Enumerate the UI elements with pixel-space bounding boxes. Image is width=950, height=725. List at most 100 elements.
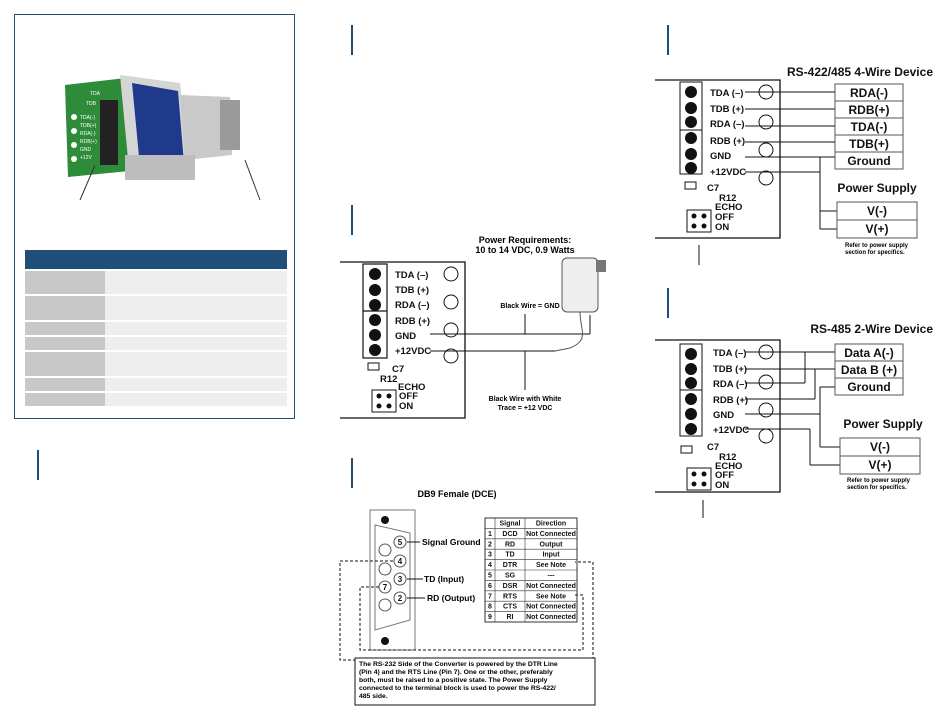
- table-header-direction: Direction: [536, 521, 566, 528]
- table-cell-signal: RTS: [503, 593, 517, 600]
- spec-row: [25, 378, 287, 391]
- echo-label: ECHO: [398, 382, 425, 393]
- spec-table-header: [25, 250, 287, 269]
- photo-label-gnd: GND: [80, 147, 92, 153]
- table-cell-signal: TD: [505, 552, 514, 559]
- jumper-c7-label: C7: [392, 364, 404, 375]
- four-wire-title: RS-422/485 4-Wire Device: [787, 65, 933, 79]
- table-cell-direction: ---: [548, 573, 556, 580]
- photo-label-tda: TDA(-): [80, 115, 95, 121]
- spec-row: [25, 271, 287, 294]
- table-cell-signal: RD: [505, 541, 515, 548]
- jumper-on-label: ON: [399, 401, 413, 412]
- table-cell-pin: 4: [488, 562, 492, 569]
- table-cell-signal: DCD: [502, 531, 517, 538]
- power-vminus-box: V(-): [867, 204, 887, 218]
- pin-3: 3: [398, 575, 403, 584]
- power-spec: 10 to 14 VDC, 0.9 Watts: [475, 245, 574, 255]
- terminal-label: TDA (–): [395, 270, 428, 281]
- pin-5: 5: [398, 538, 403, 547]
- table-cell-pin: 1: [488, 531, 492, 538]
- power-diagram: TDA (–) TDB (+) RDA (–) RDB (+) GND +12V…: [340, 235, 606, 419]
- power-note: Refer to power supply: [845, 243, 909, 249]
- spec-row: [25, 322, 287, 335]
- power-vplus-box: V(+): [868, 458, 891, 472]
- table-cell-pin: 7: [488, 593, 492, 600]
- jumper-c7-label: C7: [707, 183, 719, 194]
- table-cell-signal: RI: [507, 614, 514, 621]
- photo-label-rda: RDA(-): [80, 131, 96, 137]
- terminal-label: TDB (+): [395, 285, 429, 296]
- td-input-label: TD (Input): [424, 574, 464, 584]
- table-cell-direction: See Note: [536, 593, 566, 600]
- black-wire-label: Black Wire = GND: [500, 303, 559, 310]
- section-marker: [37, 450, 39, 480]
- jumper-off-label: OFF: [715, 212, 734, 223]
- trace-label-1: Black Wire with White: [489, 396, 562, 403]
- db9-note-line: both, must be raised to a positive state…: [359, 677, 548, 684]
- table-cell-direction: Not Connected: [526, 614, 576, 621]
- table-cell-pin: 2: [488, 541, 492, 548]
- terminal-label: TDB (+): [710, 104, 744, 115]
- db9-note-line: connected to the terminal block is used …: [359, 685, 556, 692]
- photo-label-rdb: RDB(+): [80, 139, 97, 145]
- spec-row: [25, 352, 287, 376]
- terminal-label: TDA (–): [713, 348, 746, 359]
- table-cell-signal: DSR: [503, 583, 518, 590]
- jumper-on-label: ON: [715, 222, 729, 233]
- two-wire-title: RS-485 2-Wire Device: [810, 322, 933, 336]
- terminal-label: RDA (–): [713, 379, 747, 390]
- table-cell-pin: 3: [488, 552, 492, 559]
- terminal-label: GND: [710, 151, 731, 162]
- photo-callout-lines: [79, 159, 261, 201]
- device-data-b-box: Data B (+): [841, 363, 897, 377]
- pin-2: 2: [398, 594, 403, 603]
- terminal-label: GND: [713, 410, 734, 421]
- table-cell-signal: SG: [505, 573, 516, 580]
- power-supply-title: Power Supply: [837, 181, 917, 195]
- terminal-label: RDB (+): [713, 395, 748, 406]
- power-note: Refer to power supply: [847, 478, 911, 484]
- spec-row: [25, 337, 287, 350]
- device-rda-box: RDA(-): [850, 86, 888, 100]
- spec-row: [25, 393, 287, 406]
- four-wire-diagram: RS-422/485 4-Wire Device TDA (–) TDB (+)…: [655, 65, 933, 265]
- device-ground-box: Ground: [847, 154, 890, 168]
- jumper-c7-label: C7: [707, 442, 719, 453]
- table-cell-signal: CTS: [503, 604, 517, 611]
- converter-photo: TDA TDB TDA(-) TDB(+) RDA(-) RDB(+) GND …: [65, 75, 240, 180]
- power-vplus-box: V(+): [865, 222, 888, 236]
- terminal-label: +12VDC: [713, 425, 749, 436]
- section-marker: [667, 288, 669, 318]
- signal-ground-label: Signal Ground: [422, 537, 481, 547]
- db9-note-line: (Pin 4) and the RTS Line (Pin 7). One or…: [359, 669, 553, 676]
- rd-output-label: RD (Output): [427, 593, 475, 603]
- device-tda-box: TDA(-): [851, 120, 888, 134]
- device-rdb-box: RDB(+): [849, 103, 890, 117]
- jumper-off-label: OFF: [715, 470, 734, 481]
- echo-label: ECHO: [715, 202, 742, 213]
- photo-label-tdb: TDB(+): [80, 123, 97, 129]
- svg-text:TDA: TDA: [90, 91, 101, 97]
- pin-7: 7: [383, 583, 388, 592]
- terminal-label: RDA (–): [710, 119, 744, 130]
- power-supply-title: Power Supply: [843, 417, 923, 431]
- db9-title: DB9 Female (DCE): [417, 489, 496, 499]
- device-tdb-box: TDB(+): [849, 137, 889, 151]
- power-vminus-box: V(-): [870, 440, 890, 454]
- table-cell-signal: DTR: [503, 562, 517, 569]
- two-wire-diagram: RS-485 2-Wire Device TDA (–) TDB (+) RDA…: [655, 322, 933, 518]
- jumper-r12-label: R12: [380, 374, 397, 385]
- db9-note-line: 485 side.: [359, 693, 388, 700]
- table-cell-pin: 9: [488, 614, 492, 621]
- terminal-label: RDB (+): [710, 136, 745, 147]
- table-cell-direction: Output: [540, 541, 564, 548]
- table-cell-pin: 6: [488, 583, 492, 590]
- jumper-on-label: ON: [715, 480, 729, 491]
- echo-label: ECHO: [715, 461, 742, 472]
- svg-text:TDB: TDB: [86, 101, 97, 107]
- photo-label-12v: +12V: [80, 155, 92, 161]
- db9-note-line: The RS-232 Side of the Converter is powe…: [359, 661, 558, 668]
- table-cell-direction: See Note: [536, 562, 566, 569]
